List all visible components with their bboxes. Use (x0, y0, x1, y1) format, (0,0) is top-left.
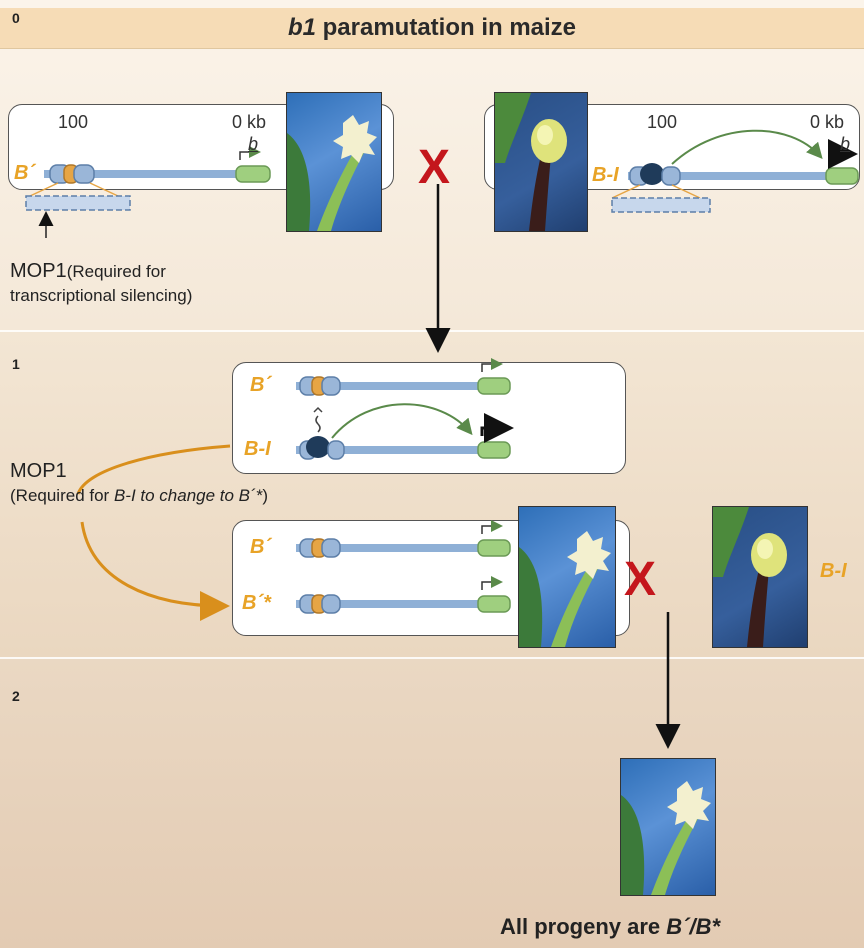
maize-photo-purple-plant (494, 92, 588, 232)
panel-label-0: 0 (12, 10, 20, 26)
mop1-note-1: (Required for B-I to change to B´*) (10, 486, 268, 505)
title-bar (0, 8, 864, 49)
paramutated-allele-1: B´ (250, 536, 272, 558)
left-scale-start: 100 (58, 112, 89, 132)
mop1-label-0: MOP1(Required for (10, 260, 166, 282)
progeny-caption: All progeny are B´/B* (500, 914, 721, 939)
panel-2-background (0, 658, 864, 948)
left-gene-label: b (248, 134, 259, 154)
right-parent-allele: B-I (592, 164, 619, 186)
left-locus-graphic (25, 146, 271, 238)
right-locus-graphic (611, 129, 859, 213)
right-allele-panel1: B-I (820, 560, 847, 582)
maize-photo-progeny (620, 758, 716, 896)
maize-photo-paramutated-plant (518, 506, 616, 648)
panel-divider-1-2 (0, 657, 864, 659)
mop1-note-0: transcriptional silencing) (10, 286, 193, 305)
hybrid-allele-2: B-I (244, 438, 271, 460)
panel-label-2: 2 (12, 688, 20, 704)
cross-symbol-1: X (624, 553, 657, 606)
paramutated-loci-graphic (296, 520, 511, 614)
panel-label-1: 1 (12, 356, 20, 372)
left-scale-end: 0 kb (232, 112, 267, 132)
cross-symbol-0: X (418, 141, 451, 194)
left-parent-allele: B´ (14, 162, 36, 184)
maize-photo-purple-plant-2 (712, 506, 808, 648)
mop1-label-1: MOP1 (10, 460, 67, 482)
maize-photo-green-plant (286, 92, 382, 232)
hybrid-locus-box (232, 362, 626, 474)
mop1-arrow-lower (80, 521, 230, 621)
right-scale-start: 100 (647, 112, 678, 132)
paramutated-allele-2: B´* (242, 592, 271, 614)
hybrid-loci-graphic (296, 358, 514, 460)
diagram-title: b1 paramutation in maize (287, 14, 577, 41)
right-scale-end: 0 kb (810, 112, 845, 132)
right-gene-label: b (840, 134, 851, 154)
hybrid-allele-1: B´ (250, 374, 272, 396)
mop1-arrow-upper (76, 444, 231, 495)
